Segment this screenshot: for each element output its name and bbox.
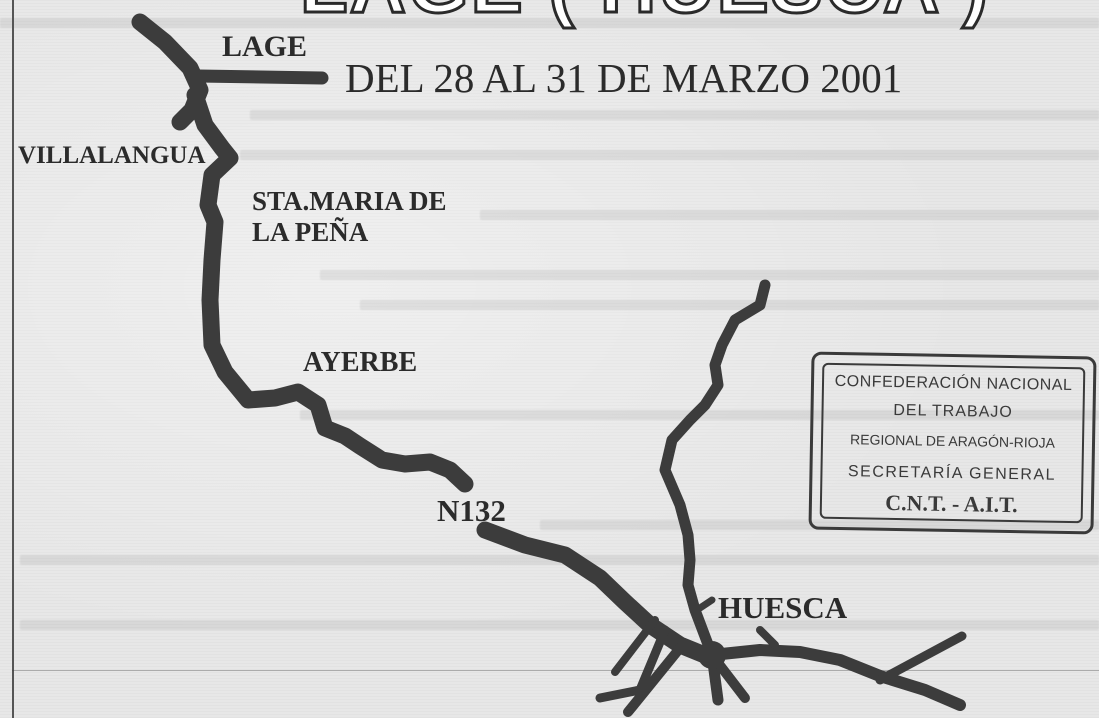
background-print [360, 300, 1099, 310]
label-huesca: HUESCA [718, 590, 848, 625]
stamp-line-5: C.N.T. - A.I.T. [885, 489, 1018, 518]
road-southwest-2 [595, 625, 670, 703]
road-southwest-3 [611, 616, 659, 676]
label-santa-maria-line2: LA PEÑA [252, 217, 369, 248]
page-title-cropped: LAGE ( HUESCA ) [298, 0, 990, 31]
road-north-spur [696, 596, 716, 612]
background-print [540, 520, 1099, 530]
background-print [250, 110, 1099, 120]
background-print [320, 270, 1099, 280]
bottom-rule [12, 670, 1099, 671]
background-print [0, 18, 1099, 28]
road-southwest-1 [623, 643, 685, 717]
road-east-spur [756, 626, 779, 649]
road-n132 [476, 521, 721, 667]
road-northeast [875, 631, 967, 685]
label-lage: LAGE [222, 30, 308, 63]
label-santa-maria-line1: STA.MARIA DE [252, 186, 447, 216]
left-frame-rule [12, 0, 14, 718]
background-print [20, 620, 1099, 630]
background-print [480, 210, 1099, 220]
label-ayerbe: AYERBE [303, 347, 418, 378]
organization-stamp: CONFEDERACIÓN NACIONAL DEL TRABAJO REGIO… [808, 351, 1097, 535]
label-villalangua: VILLALANGUA [18, 142, 206, 169]
label-santa-maria-de-la-pena: STA.MARIA DE LA PEÑA [252, 186, 447, 248]
road-lage-spur [191, 69, 329, 85]
background-print [240, 150, 1099, 160]
road-north [659, 279, 771, 661]
huesca-city-dot [698, 641, 726, 669]
road-east [706, 644, 966, 711]
label-road-n132: N132 [437, 493, 506, 528]
event-date: DEL 28 AL 31 DE MARZO 2001 [345, 55, 903, 101]
